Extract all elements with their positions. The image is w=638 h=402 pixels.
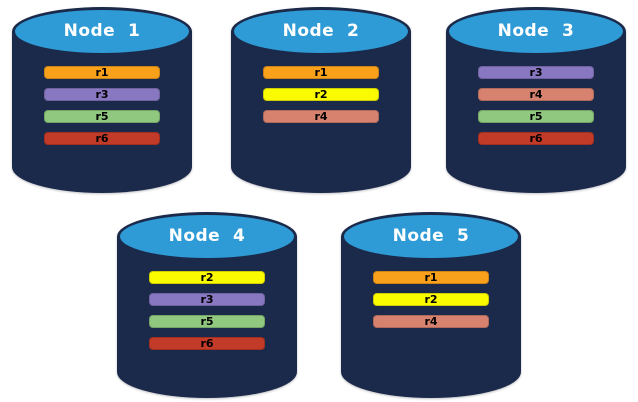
node-5: Node 5 r1 r2 r4: [341, 212, 521, 398]
node-4: Node 4 r2 r3 r5 r6: [117, 212, 297, 398]
node-3-cylinder-top: Node 3: [446, 7, 626, 56]
node-2-replica-list: r1 r2 r4: [263, 66, 379, 123]
node-4-replica-list: r2 r3 r5 r6: [149, 271, 265, 350]
node-4-cylinder-top: Node 4: [117, 212, 297, 261]
node-1-cylinder-top: Node 1: [12, 7, 192, 56]
node-5-cylinder-top: Node 5: [341, 212, 521, 261]
replica-bar-r1: r1: [263, 66, 379, 79]
replica-bar-r5: r5: [44, 110, 160, 123]
replica-bar-r5: r5: [149, 315, 265, 328]
node-3-replica-list: r3 r4 r5 r6: [478, 66, 594, 145]
node-3-label: Node 3: [497, 20, 575, 41]
replica-bar-r6: r6: [478, 132, 594, 145]
node-1-replica-list: r1 r3 r5 r6: [44, 66, 160, 145]
replica-bar-r1: r1: [44, 66, 160, 79]
replica-bar-r4: r4: [263, 110, 379, 123]
replica-bar-r4: r4: [478, 88, 594, 101]
node-2-label: Node 2: [282, 20, 360, 41]
node-4-label: Node 4: [168, 225, 246, 246]
replica-bar-r3: r3: [478, 66, 594, 79]
replica-bar-r6: r6: [44, 132, 160, 145]
node-1: Node 1 r1 r3 r5 r6: [12, 7, 192, 193]
node-2: Node 2 r1 r2 r4: [231, 7, 411, 193]
replica-bar-r6: r6: [149, 337, 265, 350]
replica-bar-r2: r2: [149, 271, 265, 284]
replica-bar-r2: r2: [373, 293, 489, 306]
replica-bar-r1: r1: [373, 271, 489, 284]
replica-bar-r4: r4: [373, 315, 489, 328]
replica-bar-r2: r2: [263, 88, 379, 101]
replica-bar-r5: r5: [478, 110, 594, 123]
node-1-label: Node 1: [63, 20, 141, 41]
replica-bar-r3: r3: [149, 293, 265, 306]
node-2-cylinder-top: Node 2: [231, 7, 411, 56]
replica-bar-r3: r3: [44, 88, 160, 101]
node-3: Node 3 r3 r4 r5 r6: [446, 7, 626, 193]
node-5-label: Node 5: [392, 225, 470, 246]
node-5-replica-list: r1 r2 r4: [373, 271, 489, 328]
